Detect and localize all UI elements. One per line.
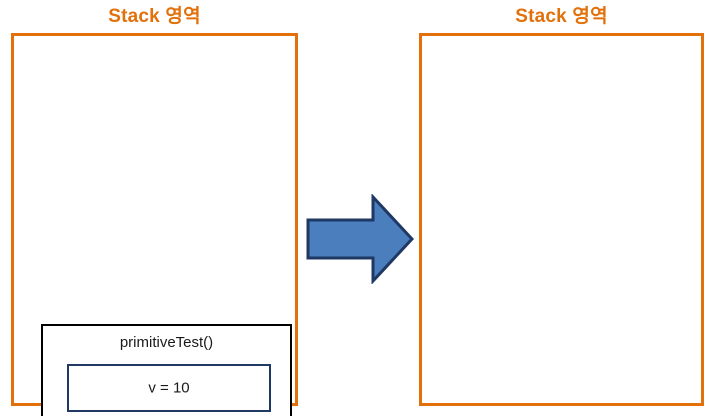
stack-frame-primitive-test-left: primitiveTest() v = 10 <box>41 324 292 416</box>
right-arrow-icon <box>306 194 414 284</box>
stack-panel-after: add() num = 10 → 11 primitiveTest() v = … <box>419 33 704 406</box>
stack-panel-before: primitiveTest() v = 10 <box>11 33 298 416</box>
stack-panel-title-left: Stack 영역 <box>108 6 201 27</box>
variable-box-v-left: v = 10 <box>67 364 271 412</box>
variable-box-label: v = 10 <box>148 379 190 397</box>
stack-panel-title-right: Stack 영역 <box>515 6 608 27</box>
stack-frame-label: primitiveTest() <box>119 334 214 351</box>
